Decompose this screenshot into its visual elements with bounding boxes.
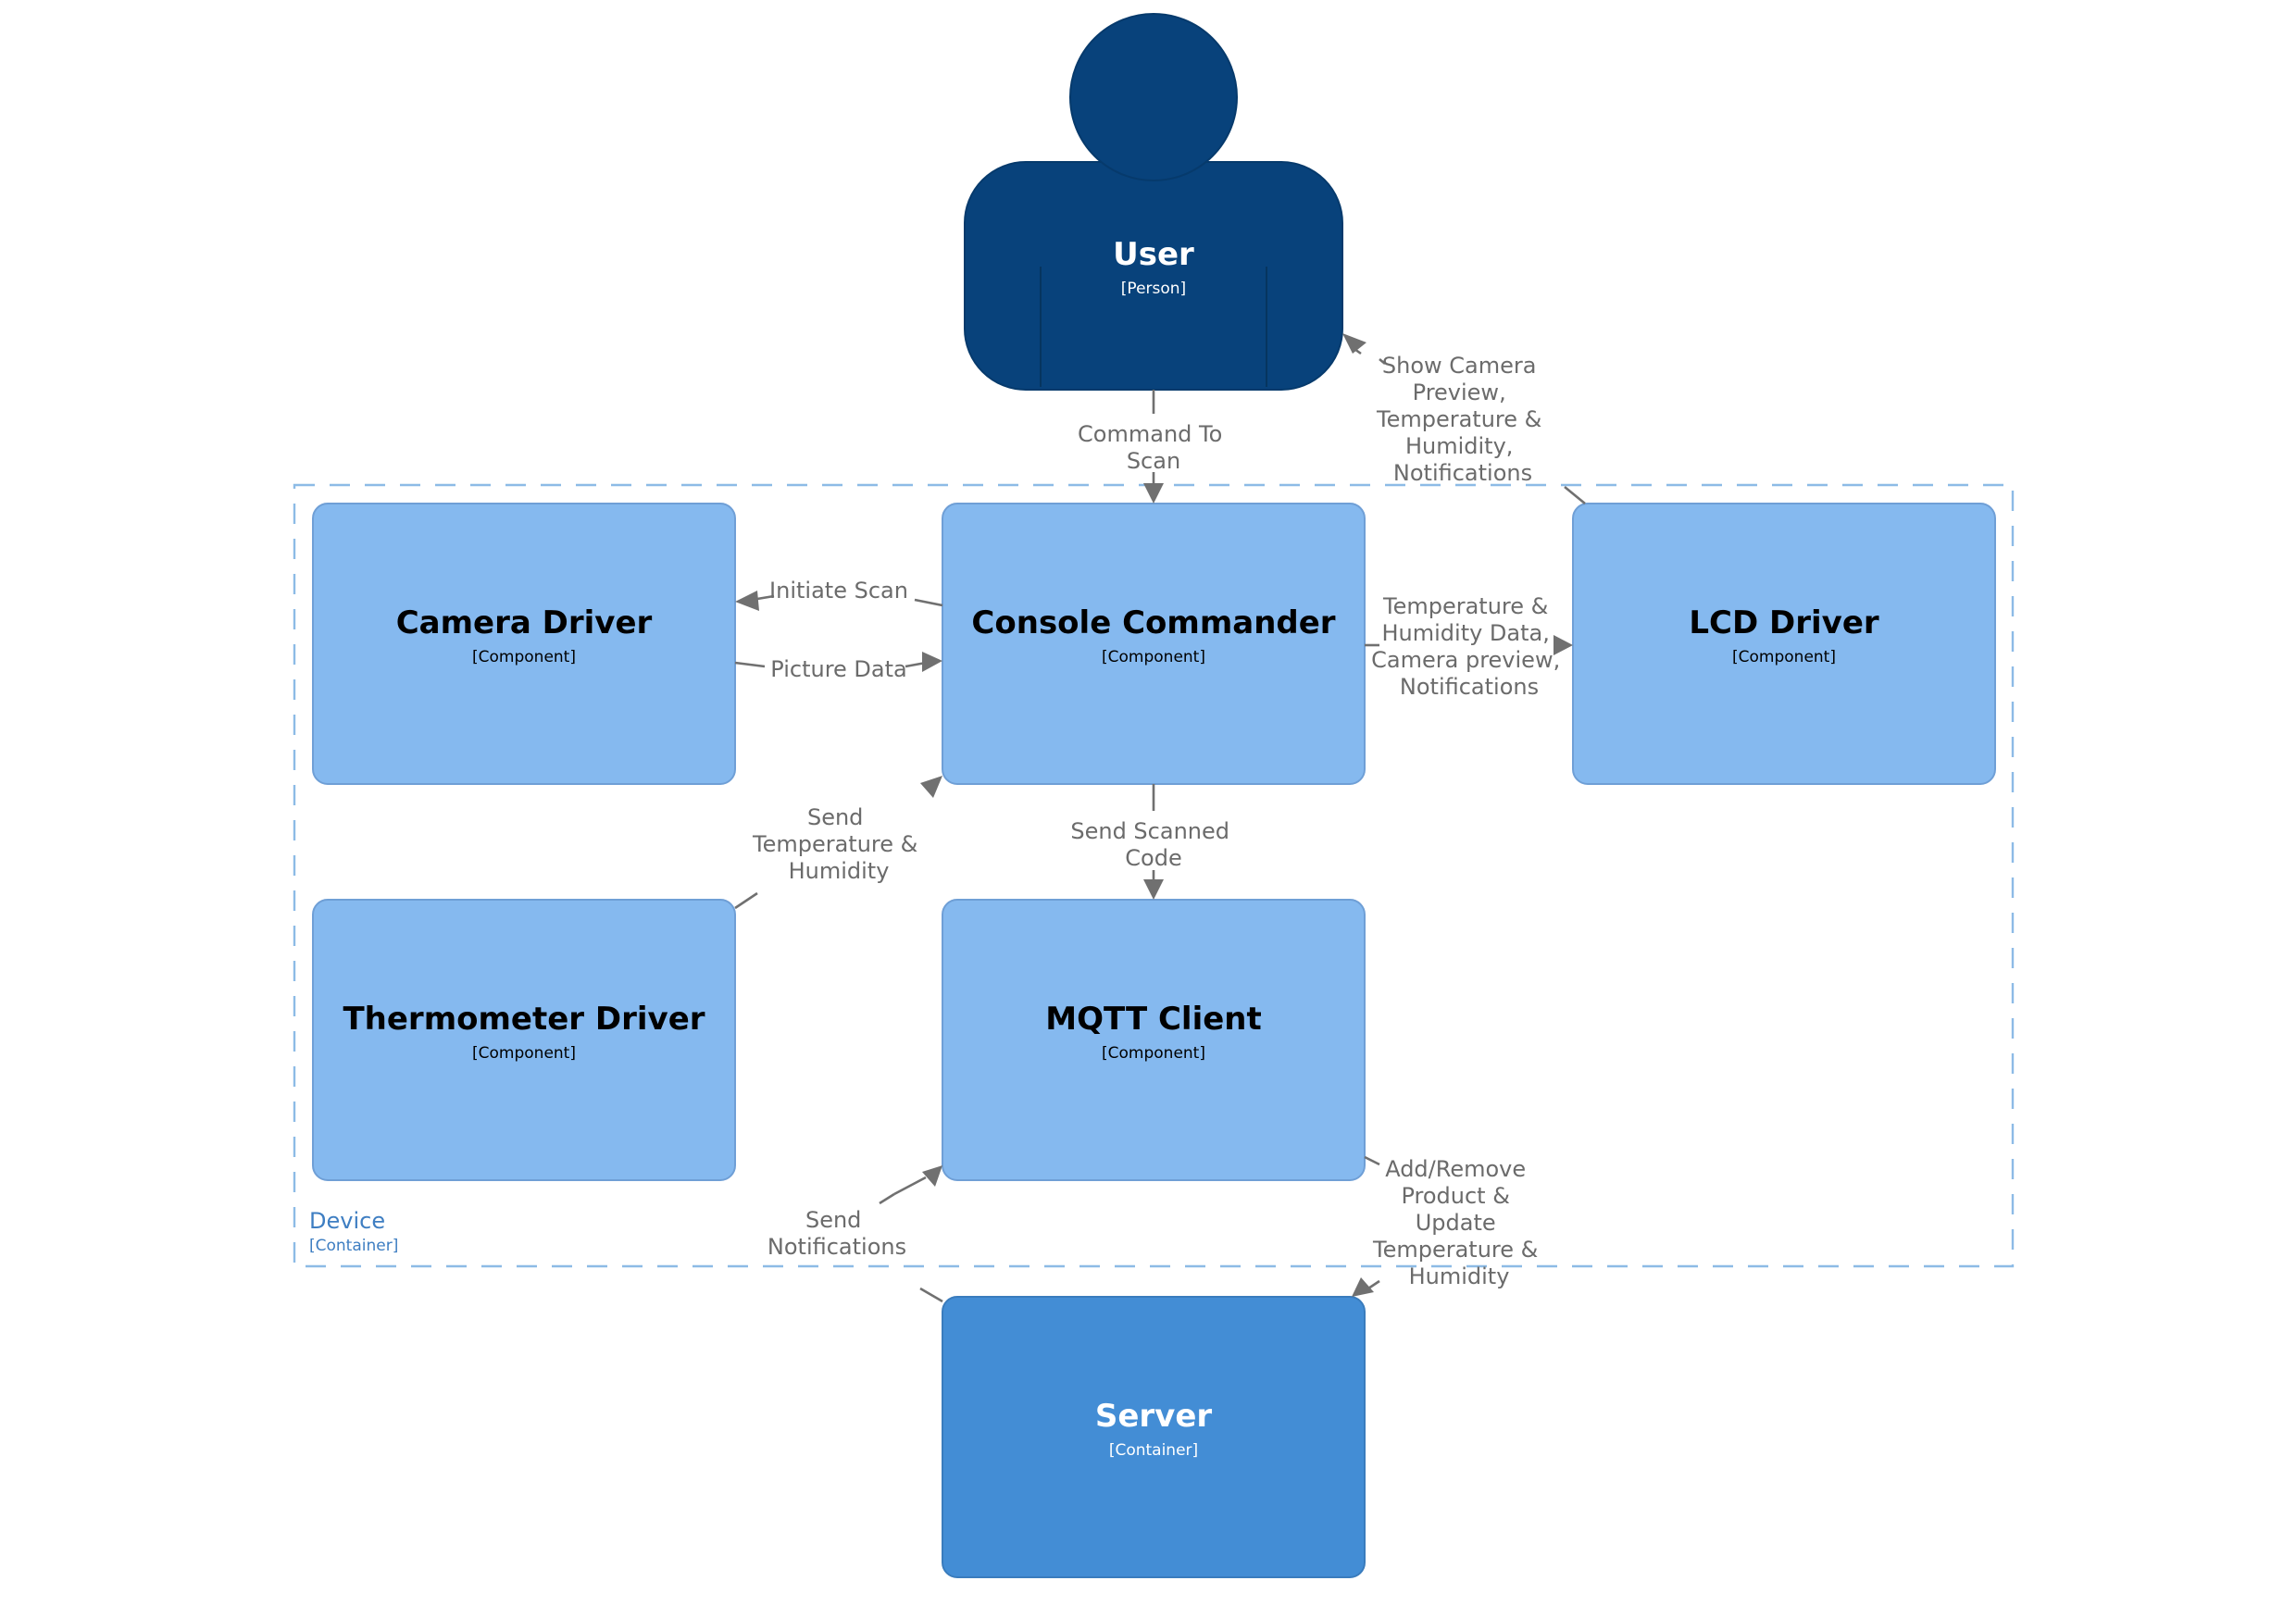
edge-label-command-to-scan-2: Scan [1127, 448, 1180, 474]
device-boundary-label: Device [309, 1208, 385, 1234]
svg-text:Send Temperature &: Send Temperature & Humidity [752, 804, 925, 884]
edge-label-show-camera-2: Preview, [1413, 380, 1506, 405]
server-box[interactable]: Server [Container] [942, 1296, 1366, 1578]
console-commander-type: [Component] [1102, 648, 1205, 666]
edge-add-remove-product: Add/Remove Product & Update Temperature … [1352, 1155, 1545, 1297]
edge-label-initiate-scan: Initiate Scan [769, 578, 908, 604]
edge-label-show-camera-4: Humidity, [1405, 433, 1513, 459]
edge-label-add-remove-2: Product & [1401, 1183, 1509, 1209]
lcd-driver-title: LCD Driver [1689, 604, 1879, 641]
mqtt-client-type: [Component] [1102, 1044, 1205, 1063]
edge-label-command-to-scan-1: Command To [1078, 421, 1222, 447]
lcd-driver-box[interactable]: LCD Driver [Component] [1572, 503, 1996, 785]
thermometer-driver-box[interactable]: Thermometer Driver [Component] [312, 899, 736, 1181]
svg-text:Send Scanned Code: Send Scanned Code [1070, 818, 1236, 871]
edge-send-temperature: Send Temperature & Humidity [734, 776, 942, 910]
edge-send-notifications: Send Notifications [767, 1165, 943, 1303]
edge-label-temp-lcd-3: Camera preview, [1371, 647, 1560, 673]
thermometer-driver-title: Thermometer Driver [343, 1001, 705, 1038]
edge-picture-data: Picture Data [734, 652, 942, 682]
server-type: [Container] [1109, 1441, 1198, 1460]
device-boundary-type: [Container] [309, 1237, 398, 1255]
edge-label-picture-data: Picture Data [770, 656, 906, 682]
camera-driver-title: Camera Driver [396, 604, 653, 641]
console-commander-title: Console Commander [971, 604, 1335, 641]
edge-label-temp-lcd-1: Temperature & [1382, 593, 1548, 619]
user-head [1069, 13, 1238, 181]
edge-label-add-remove-3: Update [1416, 1210, 1496, 1236]
server-title: Server [1095, 1398, 1213, 1435]
edge-label-send-scanned-1: Send Scanned [1070, 818, 1229, 844]
svg-text:Show Camera Preview,: Show Camera Preview, Temperature & Humid… [1376, 353, 1549, 486]
edge-show-camera-preview: Show Camera Preview, Temperature & Humid… [1342, 333, 1586, 505]
edge-label-send-temp-3: Humidity [789, 858, 890, 884]
console-commander-box[interactable]: Console Commander [Component] [942, 503, 1366, 785]
svg-text:Picture Data: Picture Data [770, 656, 906, 682]
user-title: User [1113, 236, 1194, 273]
edge-label-add-remove-1: Add/Remove [1385, 1156, 1526, 1182]
user-body [964, 161, 1343, 391]
edge-label-show-camera-1: Show Camera [1382, 353, 1537, 379]
mqtt-client-box[interactable]: MQTT Client [Component] [942, 899, 1366, 1181]
edge-label-temp-lcd-2: Humidity Data, [1381, 620, 1549, 646]
svg-text:Send Notifications: Send Notifications [767, 1207, 906, 1260]
edge-label-show-camera-3: Temperature & [1376, 406, 1541, 432]
edge-command-to-scan: Command To Scan [1078, 390, 1229, 504]
camera-driver-box[interactable]: Camera Driver [Component] [312, 503, 736, 785]
thermometer-driver-type: [Component] [472, 1044, 576, 1063]
lcd-driver-type: [Component] [1732, 648, 1836, 666]
camera-driver-type: [Component] [472, 648, 576, 666]
user-type: [Person] [1121, 280, 1186, 298]
edge-temp-to-lcd: Temperature & Humidity Data, Camera prev… [1365, 593, 1573, 700]
edge-initiate-scan: Initiate Scan [735, 578, 943, 611]
edge-label-send-temp-2: Temperature & [752, 831, 917, 857]
user-person[interactable]: User [Person] [964, 13, 1343, 391]
svg-text:Add/Remove Product &: Add/Remove Product & Update Temperature … [1372, 1156, 1545, 1289]
edge-label-send-scanned-2: Code [1125, 845, 1181, 871]
edge-label-add-remove-4: Temperature & [1372, 1237, 1538, 1263]
mqtt-client-title: MQTT Client [1045, 1001, 1262, 1038]
svg-text:Initiate Scan: Initiate Scan [769, 578, 908, 604]
edge-send-scanned-code: Send Scanned Code [1070, 784, 1236, 900]
edge-label-show-camera-5: Notifications [1393, 460, 1532, 486]
edge-label-add-remove-5: Humidity [1409, 1263, 1510, 1289]
edge-label-send-notifications-1: Send [805, 1207, 861, 1233]
edge-label-send-temp-1: Send [807, 804, 863, 830]
svg-text:Command To Scan: Command To Scan [1078, 421, 1229, 474]
svg-text:Temperature & Humidity D: Temperature & Humidity Data, Camera prev… [1371, 593, 1567, 700]
edge-label-send-notifications-2: Notifications [767, 1234, 906, 1260]
edge-label-temp-lcd-4: Notifications [1400, 674, 1539, 700]
